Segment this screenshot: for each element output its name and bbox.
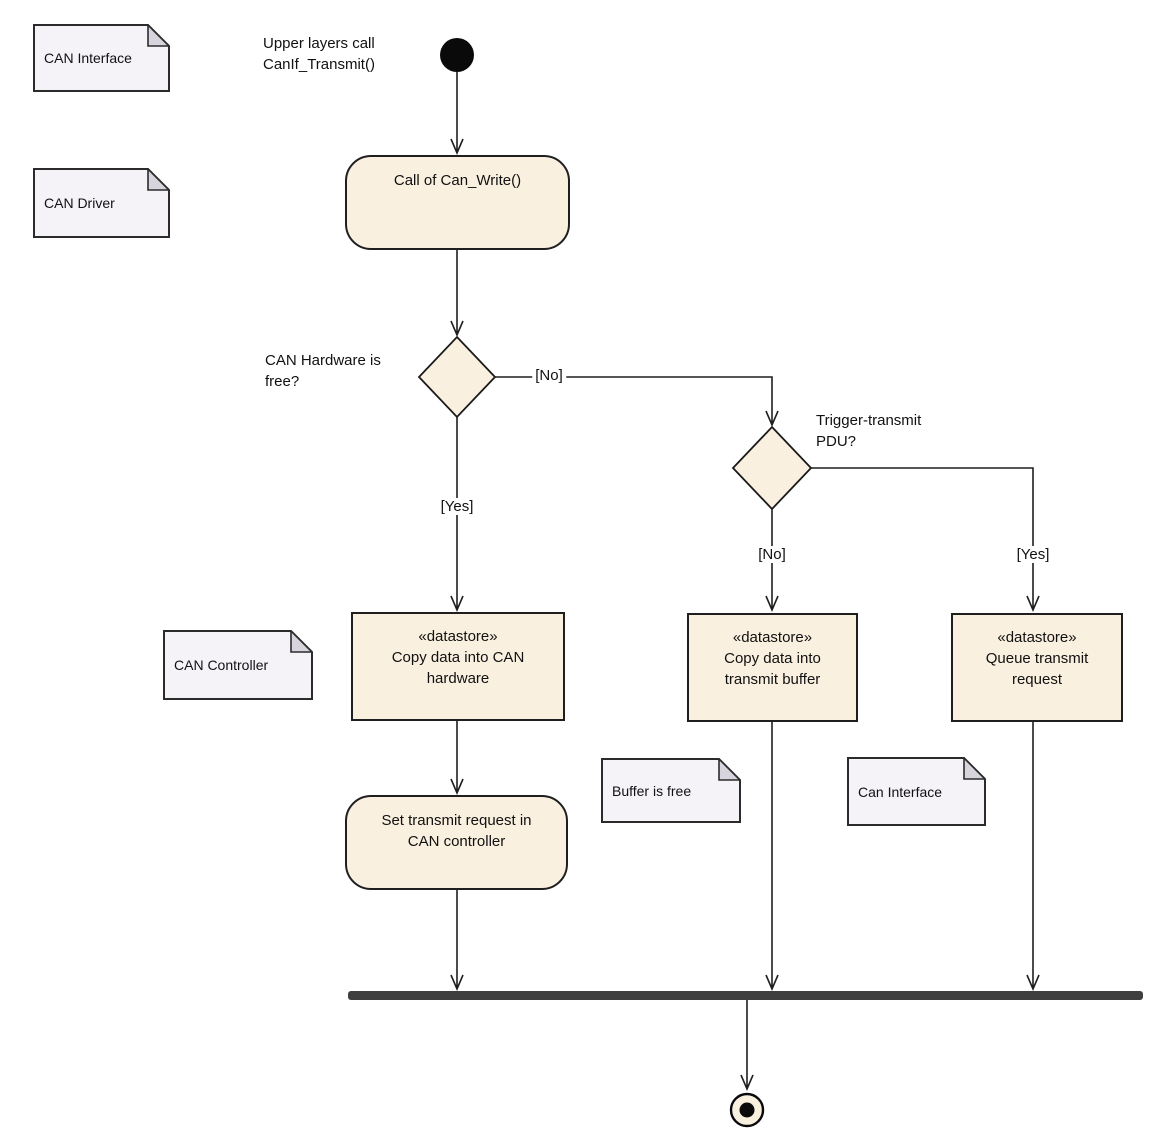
note-can-controller: CAN Controller <box>163 630 313 700</box>
note-can-interface-bottom: Can Interface <box>847 757 986 826</box>
edge-start-to-call-can-write <box>450 72 464 156</box>
note-shape <box>33 168 170 238</box>
guard-hw-free-yes: [Yes] <box>437 498 477 515</box>
note-can-interface-top: CAN Interface <box>33 24 170 92</box>
action-label: Set transmit request in CAN controller <box>381 812 532 850</box>
action-label: Call of Can_Write() <box>393 172 522 189</box>
final-node-inner <box>739 1102 755 1118</box>
note-text: Can Interface <box>858 783 943 800</box>
edge-hw-free-no-to-decision-trigger <box>495 376 779 428</box>
note-text: CAN Controller <box>174 657 269 673</box>
guard-trigger-no: [No] <box>755 546 789 563</box>
decision-hw-free-question: CAN Hardware is free? <box>265 352 381 390</box>
start-annotation: Upper layers call CanIf_Transmit() <box>263 35 375 73</box>
datastore-stereotype: «datastore» <box>997 629 1077 646</box>
datastore-name: Copy data into transmit buffer <box>724 650 821 688</box>
datastore-stereotype: «datastore» <box>418 628 498 645</box>
note-text: Buffer is free <box>612 782 692 799</box>
decision-trigger-pdu-question: Trigger-transmit PDU? <box>816 412 922 450</box>
decision-can-hardware-free <box>417 335 497 419</box>
action-set-transmit-request: Set transmit request in CAN controller <box>345 795 568 890</box>
note-shape <box>33 24 170 92</box>
edge-copy-can-hardware-to-set-transmit <box>450 721 464 796</box>
note-text: CAN Driver <box>44 195 115 211</box>
guard-hw-free-no: [No] <box>532 367 566 384</box>
note-shape <box>601 758 741 823</box>
datastore-copy-transmit-buffer: «datastore» Copy data into transmit buff… <box>687 613 858 722</box>
note-can-driver: CAN Driver <box>33 168 170 238</box>
datastore-name: Copy data into CAN hardware <box>391 649 525 687</box>
initial-node <box>440 38 474 72</box>
note-buffer-is-free: Buffer is free <box>601 758 741 823</box>
note-text: CAN Interface <box>44 50 132 66</box>
action-call-can-write: Call of Can_Write() <box>345 155 570 250</box>
note-shape <box>847 757 986 826</box>
guard-trigger-yes: [Yes] <box>1013 546 1053 563</box>
decision-trigger-transmit-pdu <box>731 425 813 511</box>
edge-call-can-write-to-decision-hw-free <box>450 250 464 338</box>
edge-trigger-yes-to-queue-transmit <box>811 467 1040 613</box>
datastore-name: Queue transmit request <box>985 650 1089 688</box>
edge-queue-transmit-to-join <box>1026 721 1040 992</box>
datastore-stereotype: «datastore» <box>732 629 813 646</box>
edge-join-to-final <box>740 1000 754 1092</box>
edge-copy-transmit-buffer-to-join <box>765 721 779 992</box>
join-bar <box>348 991 1143 1000</box>
datastore-queue-transmit-request: «datastore» Queue transmit request <box>951 613 1123 722</box>
edge-set-transmit-to-join <box>450 890 464 992</box>
datastore-copy-can-hardware: «datastore» Copy data into CAN hardware <box>351 612 565 721</box>
note-shape <box>163 630 313 700</box>
